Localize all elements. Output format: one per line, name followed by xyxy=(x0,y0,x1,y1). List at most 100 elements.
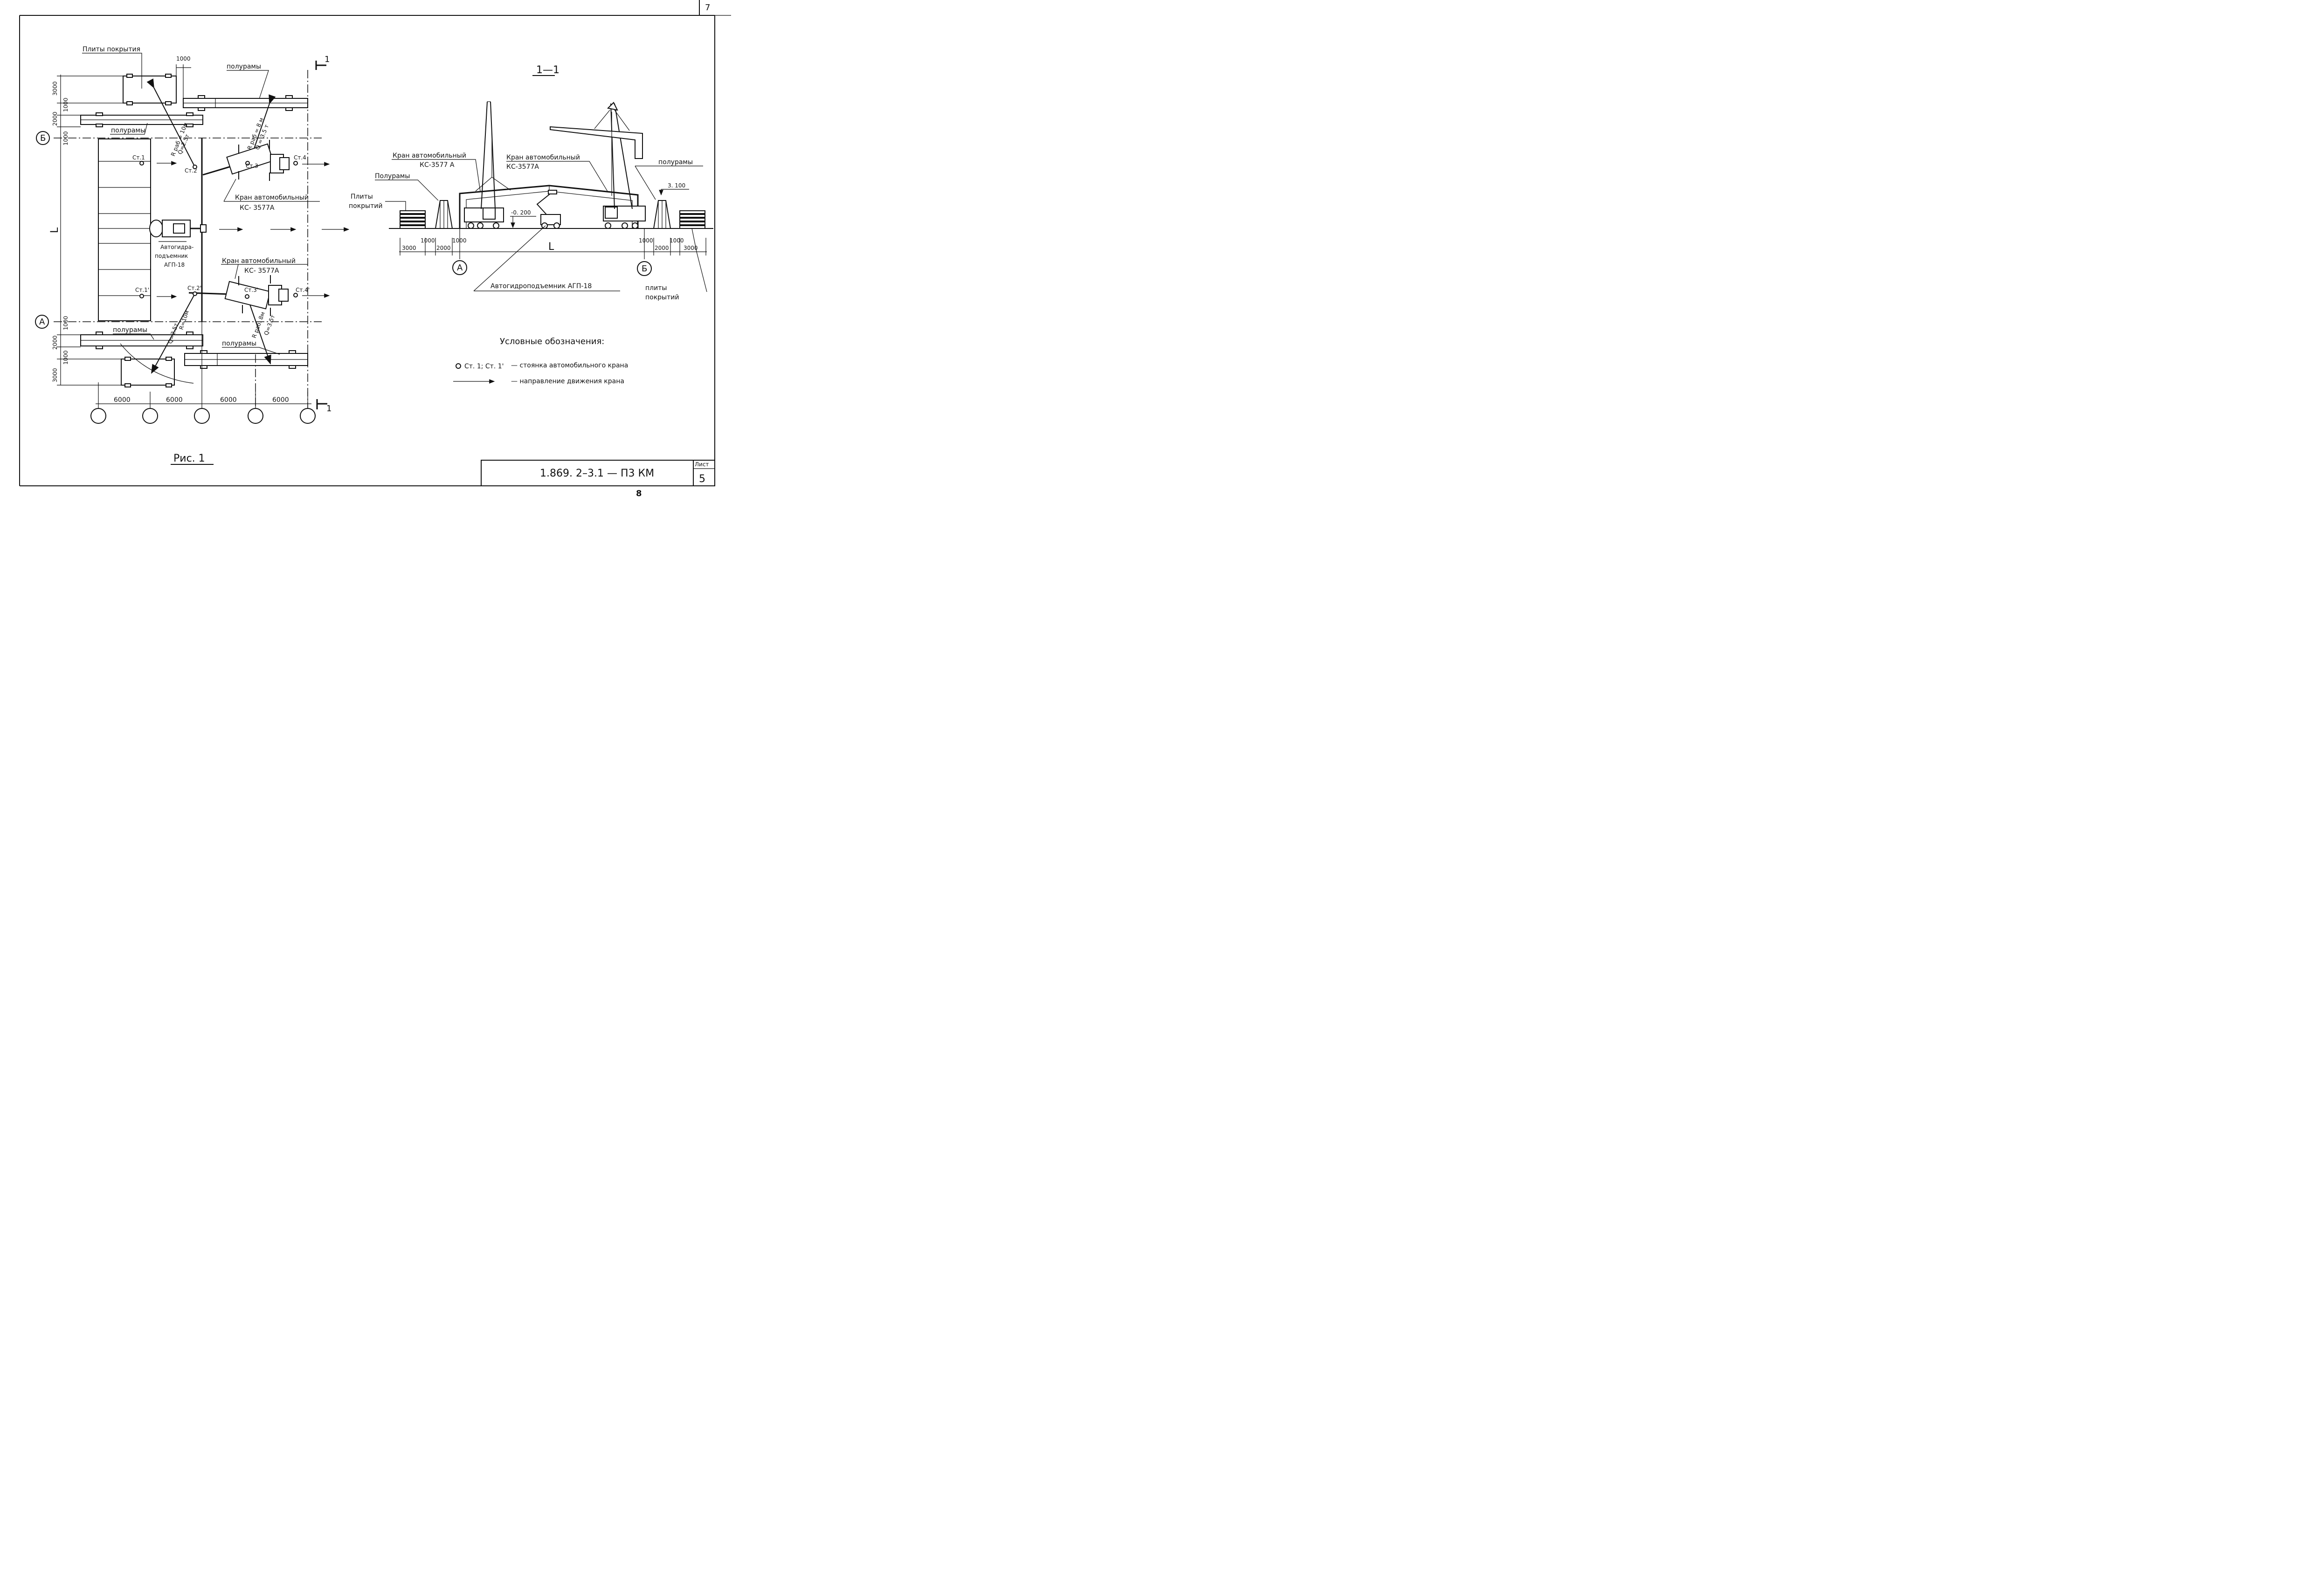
dim-1000-top: 1000 xyxy=(176,55,191,62)
section-dim-label: 1000 xyxy=(670,237,684,244)
legend-direction-text: — направление движения крана xyxy=(511,378,624,385)
top-frames-label: полурамы xyxy=(227,63,261,70)
upper-crane-plan xyxy=(202,140,290,181)
left-crane-section xyxy=(464,101,511,229)
station-label: Ст.1' xyxy=(135,287,149,293)
radius-label: R=10м xyxy=(178,310,191,331)
column-axis-bubble xyxy=(90,408,106,424)
svg-text:3000: 3000 xyxy=(52,368,58,382)
section-mark-bottom xyxy=(316,399,327,409)
list-number: 5 xyxy=(699,473,705,485)
bottom-dim-label: 6000 xyxy=(166,396,183,404)
section-crane-left-label: Кран автомобильный xyxy=(393,152,466,159)
bottom-slab-stack xyxy=(121,359,175,386)
section-slabs-right-label: плиты xyxy=(645,284,667,292)
building-outline xyxy=(98,138,151,321)
axis-bubble-b xyxy=(36,131,50,145)
svg-text:2000: 2000 xyxy=(52,335,58,350)
upper-left-frames-label: полурамы xyxy=(111,127,145,134)
section-view xyxy=(375,101,713,292)
lower-crane-plan xyxy=(188,275,289,316)
station-label: Ст.4' xyxy=(296,287,310,293)
svg-text:2000: 2000 xyxy=(52,111,58,126)
axis-a-label: А xyxy=(39,317,45,327)
section-crane-right-label: КС-3577А xyxy=(506,163,539,171)
level-top-mark: 3. 100 xyxy=(668,182,685,189)
lift-label: АГП-18 xyxy=(164,262,185,268)
section-dim-label: 1000 xyxy=(639,237,653,244)
slabs-stack-right xyxy=(679,210,705,229)
section-slabs-right-label: покрытий xyxy=(645,294,679,301)
section-dim-label: 3000 xyxy=(684,245,698,251)
drawing-sheet: 7 8 1.869. 2–3.1 — П3 КМ Лист 5 xyxy=(19,0,731,498)
section-dim-label: 3000 xyxy=(402,245,416,251)
radius-label: Q=2.5т xyxy=(167,322,180,345)
section-axis-bubble-b xyxy=(637,261,652,276)
column-axis-bubble xyxy=(142,408,158,424)
station-label: Ст.2' xyxy=(187,285,201,291)
station-marker xyxy=(139,294,144,298)
left-dimension-chain xyxy=(57,75,123,386)
station-label: Ст.2 xyxy=(185,167,197,174)
station-marker xyxy=(193,165,197,169)
title-block xyxy=(481,460,715,486)
station-marker xyxy=(139,161,144,166)
axis-b-label: Б xyxy=(40,133,46,143)
section-axis-a-label: А xyxy=(457,263,463,273)
crane-upper-label: КС- 3577А xyxy=(240,204,275,212)
list-label: Лист xyxy=(695,461,709,468)
section-mark-top xyxy=(315,61,326,70)
top-slab-label: Плиты покрытия xyxy=(83,46,140,53)
bottom-dim-label: 6000 xyxy=(272,396,289,404)
top-slab-stack xyxy=(123,76,177,104)
station-marker xyxy=(293,161,298,166)
section-mark-top-label: 1 xyxy=(325,55,330,64)
section-slabs-left-label: покрытий xyxy=(349,202,382,210)
station-label: Ст.3 xyxy=(246,163,258,169)
column-axis-bubble xyxy=(300,408,316,424)
section-crane-left-label: КС-3577 А xyxy=(420,161,455,169)
station-marker xyxy=(245,161,250,166)
level-low-mark: -0. 200 xyxy=(511,209,531,216)
radius-label: Q=3.5т xyxy=(263,314,276,336)
legend-title: Условные обозначения: xyxy=(500,337,604,346)
svg-text:1000: 1000 xyxy=(62,350,69,365)
svg-text:1000: 1000 xyxy=(62,97,69,112)
frames-stack-left xyxy=(435,200,453,229)
page-corner-number: 7 xyxy=(705,3,710,13)
bottom-dim-label: 6000 xyxy=(220,396,237,404)
svg-text:1000: 1000 xyxy=(62,131,69,145)
plan-view: 3000 1000 2000 1000 1000 2000 1000 3000 … xyxy=(35,53,350,424)
movement-arrows xyxy=(157,161,350,299)
lift-label: подъемник xyxy=(155,253,188,259)
left-dim-labels: 3000 1000 2000 1000 1000 2000 1000 3000 xyxy=(52,81,69,382)
figure-caption: Рис. 1 xyxy=(173,453,205,464)
section-dim-label: 1000 xyxy=(421,237,435,244)
frames-stack-right xyxy=(653,200,671,229)
slabs-stack-left xyxy=(400,210,426,229)
crane-lower-label: КС- 3577А xyxy=(244,267,279,275)
right-crane-section xyxy=(550,102,646,229)
svg-text:3000: 3000 xyxy=(52,81,58,96)
lift-plan xyxy=(149,220,207,237)
legend-station-symbol-icon xyxy=(456,363,461,369)
section-crane-right-label: Кран автомобильный xyxy=(506,154,580,161)
drawing-code: 1.869. 2–3.1 — П3 КМ xyxy=(540,468,654,479)
lower-right-frames-label: полурамы xyxy=(222,340,256,347)
sheet-frame xyxy=(19,0,731,486)
section-axis-bubble-a xyxy=(452,260,467,275)
section-slabs-left-label: Плиты xyxy=(351,193,373,200)
lower-left-frames-label: полурамы xyxy=(113,326,147,334)
section-frames-right-label: полурамы xyxy=(658,159,693,166)
section-dim-label: 2000 xyxy=(436,245,451,251)
station-label: Ст.4 xyxy=(294,154,306,161)
crane-upper-label: Кран автомобильный xyxy=(235,194,309,201)
page-bottom-number: 8 xyxy=(636,489,642,498)
column-axis-bubble xyxy=(194,408,210,424)
axis-bubble-a xyxy=(35,315,49,329)
lift-section xyxy=(536,190,561,229)
bottom-dim-label: 6000 xyxy=(114,396,131,404)
crane-lower-label: Кран автомобильный xyxy=(222,257,296,265)
section-axis-b-label: Б xyxy=(642,264,647,274)
legend-station-symbol: Ст. 1; Ст. 1' xyxy=(464,363,504,370)
